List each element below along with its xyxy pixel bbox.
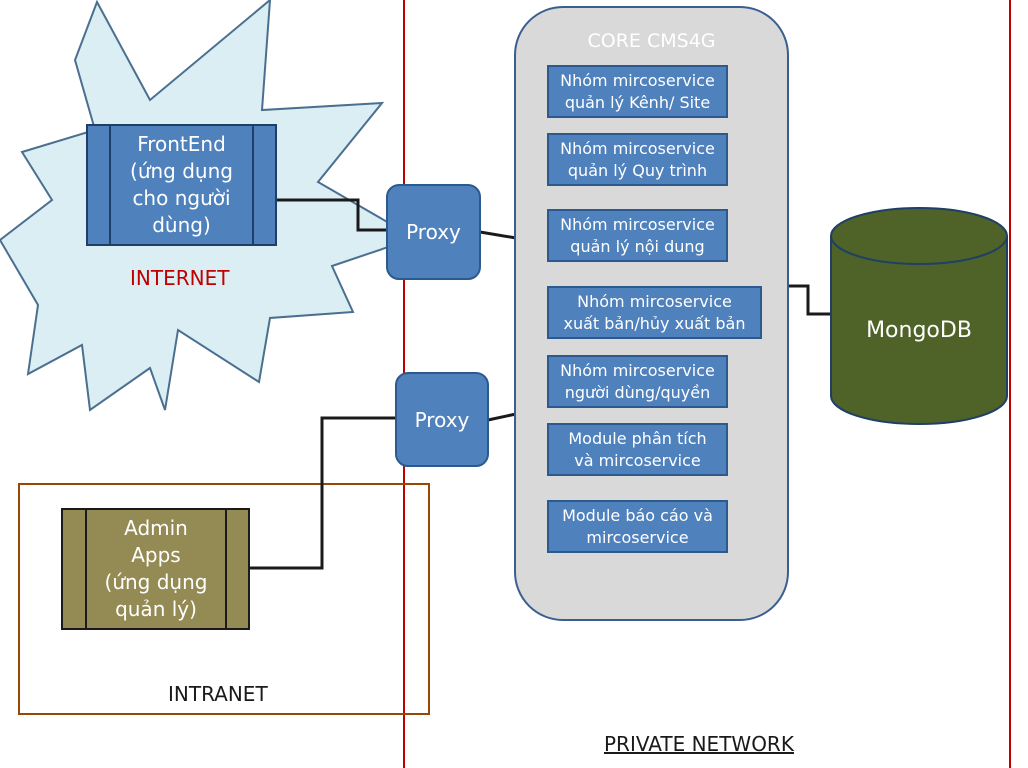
proxy-bottom-box [395,372,489,467]
proxy-core-connector-bottom [487,412,517,422]
internet-label: INTERNET [130,266,230,290]
mongodb-label: MongoDB [866,317,972,343]
frontend-label: FrontEnd (ứng dụng cho người dùng) [130,132,233,237]
private-network-label: PRIVATE NETWORK [604,732,794,756]
mongodb-cylinder [830,236,1008,425]
proxy-core-connector-top [479,230,517,240]
intranet-zone [18,483,430,715]
service-publishing: Nhóm mircoservice xuất bản/hủy xuất bản [547,286,762,339]
service-users-permissions: Nhóm mircoservice người dùng/quyền [547,355,728,408]
service-workflow: Nhóm mircoservice quản lý Quy trình [547,133,728,186]
service-content: Nhóm mircoservice quản lý nội dung [547,209,728,262]
service-channel-site: Nhóm mircoservice quản lý Kênh/ Site [547,65,728,118]
proxy-bottom-label: Proxy [414,407,470,432]
module-analytics: Module phân tích và mircoservice [547,423,728,476]
module-reports: Module báo cáo và mircoservice [547,500,728,553]
frontend-proxy-connector [276,198,388,232]
core-mongodb-connector [788,284,832,316]
mongodb-cylinder-top [830,207,1008,265]
proxy-top-label: Proxy [406,220,461,244]
admin-box [61,508,250,630]
admin-proxy-connector [249,416,397,570]
core-title: CORE CMS4G [587,30,716,52]
proxy-top-box [386,184,481,280]
intranet-label: INTRANET [168,682,268,706]
admin-label: Admin Apps (ứng dụng quản lý) [104,516,208,621]
frontend-box [86,124,277,246]
